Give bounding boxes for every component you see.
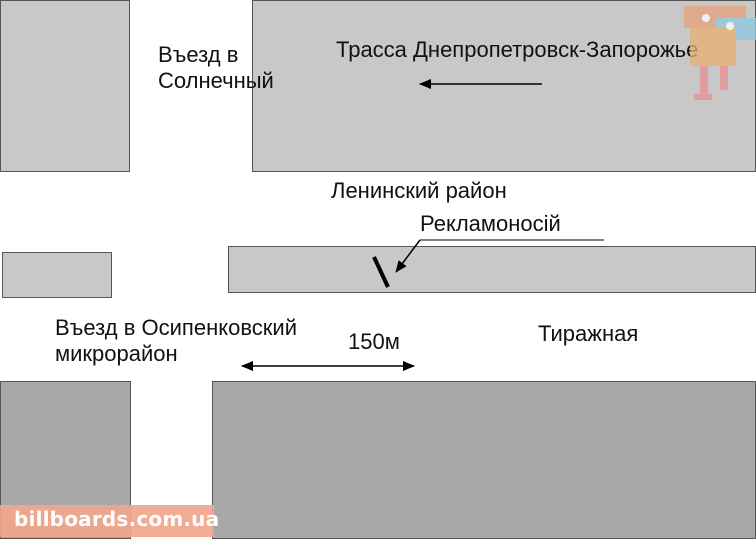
billboard-marker xyxy=(372,256,390,288)
watermark-site: billboards.com.ua xyxy=(14,507,220,531)
label-distance: 150м xyxy=(348,329,400,354)
label-billboard: Рекламоносій xyxy=(420,211,561,236)
label-highway: Трасса Днепропетровск-Запорожье xyxy=(336,37,699,62)
label-entry-solnechny: Въезд в Солнечный xyxy=(158,42,274,93)
watermark-bar xyxy=(0,505,214,537)
block-middle-right xyxy=(228,246,756,293)
label-entry-osipenkovsky: Въезд в Осипенковский микрорайон xyxy=(55,315,297,366)
label-street: Тиражная xyxy=(538,321,639,346)
billboard-pointer-arrow xyxy=(395,239,421,273)
block-middle-left xyxy=(2,252,112,298)
block-top-left xyxy=(0,0,130,172)
billboard-logo-icon xyxy=(684,6,756,100)
label-district: Ленинский район xyxy=(331,178,507,203)
block-top-right xyxy=(252,0,756,172)
block-bottom-right xyxy=(212,381,756,539)
